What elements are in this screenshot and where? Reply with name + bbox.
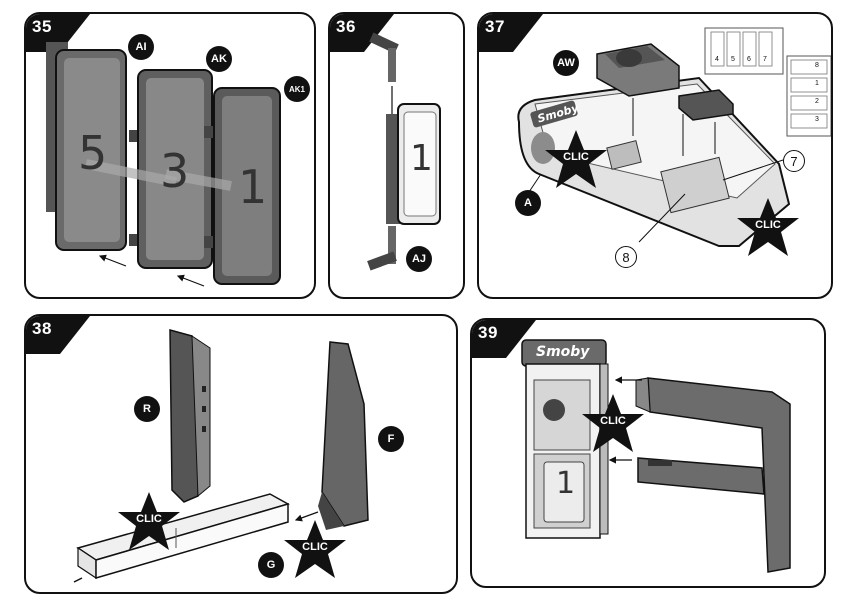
frame-arms — [635, 377, 791, 573]
door-number-1: 1 — [238, 160, 268, 214]
rail-r — [169, 329, 211, 503]
clic-star-2: CLIC — [737, 198, 799, 256]
step-36-tab: 36 — [330, 14, 394, 52]
label-ak1: AK1 — [284, 76, 310, 102]
label-g: G — [258, 552, 284, 578]
label-aw: AW — [553, 50, 579, 76]
step-35-illustration — [46, 42, 281, 287]
step-39-illustration — [521, 339, 791, 573]
label-f: F — [378, 426, 404, 452]
base-tray — [73, 493, 290, 583]
step-35-panel: 35 5 3 1 AI AK AK1 — [24, 12, 316, 299]
step-38-tab: 38 — [26, 316, 90, 354]
sticker-7: 7 — [763, 56, 767, 63]
sticker-8: 8 — [815, 62, 819, 69]
step-37-illustration — [517, 27, 831, 247]
step-36-panel: 36 1 AJ — [328, 12, 465, 299]
door-panel-1 — [204, 87, 281, 285]
sticker-5: 5 — [731, 56, 735, 63]
step-35-tab: 35 — [26, 14, 90, 52]
step-38-illustration — [73, 329, 369, 583]
label-aj: AJ — [406, 246, 432, 272]
step-number: 37 — [485, 17, 505, 36]
door-panel-side — [386, 103, 441, 225]
step-number: 36 — [336, 17, 356, 36]
safe-body — [521, 339, 609, 539]
label-a: A — [515, 190, 541, 216]
door-panel-5 — [46, 42, 127, 251]
rail-f — [318, 341, 369, 530]
step-number: 38 — [32, 319, 52, 338]
step-number: 35 — [32, 17, 52, 36]
clic-star-1: CLIC — [545, 130, 607, 188]
step-number: 39 — [478, 323, 498, 342]
lock-block — [596, 43, 680, 97]
sticker-4: 4 — [715, 56, 719, 63]
hinge-pin-bottom — [367, 226, 397, 271]
callout-8: 8 — [615, 246, 637, 268]
step-37-tab: 37 — [479, 14, 543, 52]
callout-7: 7 — [783, 150, 805, 172]
label-ak: AK — [206, 46, 232, 72]
step-38-panel: 38 R F G CLIC CLIC — [24, 314, 458, 594]
step-39-panel: 39 Smoby 1 CLIC — [470, 318, 826, 588]
step-39-tab: 39 — [472, 320, 536, 358]
sticker-2: 2 — [815, 98, 819, 105]
door-number-1: 1 — [556, 466, 576, 501]
sticker-6: 6 — [747, 56, 751, 63]
step-36-illustration — [367, 32, 441, 271]
clic-star-1: CLIC — [118, 492, 180, 550]
brand-logo: Smoby — [536, 344, 590, 360]
door-number-1: 1 — [410, 138, 433, 179]
clic-star-1: CLIC — [582, 394, 644, 452]
sticker-3: 3 — [815, 116, 819, 123]
label-r: R — [134, 396, 160, 422]
clic-star-2: CLIC — [284, 520, 346, 578]
door-number-3: 3 — [160, 144, 190, 198]
hinge-pin-top — [369, 32, 399, 82]
sticker-1: 1 — [815, 80, 819, 87]
door-number-5: 5 — [78, 126, 108, 180]
label-ai: AI — [128, 34, 154, 60]
step-37-panel: 37 — [477, 12, 833, 299]
door-panel-3 — [129, 69, 213, 269]
